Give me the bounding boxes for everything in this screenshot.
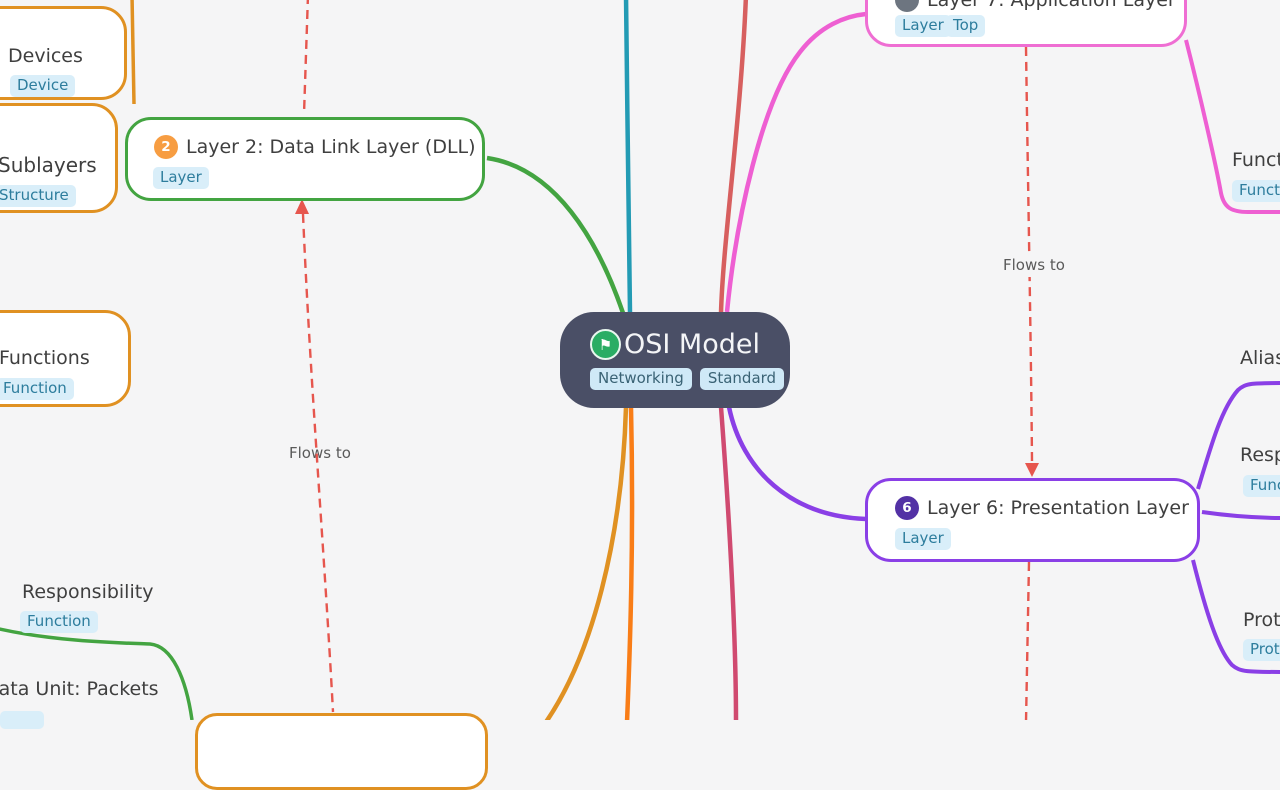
link-root-up-crimson <box>718 0 749 314</box>
layer2-number-circle: 2 <box>154 135 178 159</box>
data-unit-title[interactable]: Data Unit: Packets <box>0 678 159 700</box>
link-root-up-teal <box>623 0 633 314</box>
mindmap-link-layer <box>0 0 1280 720</box>
link-layer6-protocols <box>1191 559 1280 674</box>
functions-right-title[interactable]: Functions <box>1232 149 1280 171</box>
stub-node-sublayers[interactable]: Sublayers Structure <box>0 103 118 213</box>
layer2-badge-layer: Layer <box>153 167 209 189</box>
root-badge-standard: Standard <box>699 368 785 390</box>
flow-arrow-layer2-up <box>302 0 310 115</box>
link-left-top-orange <box>130 0 136 105</box>
flow-arrowhead-layer2 <box>295 199 309 214</box>
flag-icon: ⚑ <box>590 329 621 360</box>
node-bottom-layer[interactable] <box>195 713 488 790</box>
link-root-layer7 <box>724 11 867 313</box>
responsibility-right-title[interactable]: Responsibility <box>1240 444 1280 466</box>
link-root-down-orange <box>544 406 629 720</box>
node-layer7[interactable]: Layer 7: Application Layer Layer Top <box>865 0 1187 47</box>
root-title: OSI Model <box>624 329 761 360</box>
protocols-badge: Protocol <box>1243 639 1280 661</box>
layer7-badge-top: Top <box>946 15 986 37</box>
functions-right-badge: Function <box>1232 180 1280 202</box>
protocols-title[interactable]: Protocols <box>1243 609 1280 631</box>
flows-to-label-left: Flows to <box>289 444 351 462</box>
link-responsibility-left <box>0 627 194 720</box>
stub-node-devices[interactable]: Devices Device <box>0 6 127 100</box>
link-root-layer2 <box>486 155 626 314</box>
link-root-down-orange-bright <box>624 406 635 720</box>
functions-left-badge: Function <box>0 378 74 400</box>
layer7-number-circle <box>895 0 919 12</box>
sublayers-title: Sublayers <box>0 153 97 177</box>
data-unit-badge <box>0 711 44 729</box>
layer6-badge-layer: Layer <box>895 528 951 550</box>
flow-arrow-bottom-to-layer2 <box>301 213 335 713</box>
layer2-title: Layer 2: Data Link Layer (DLL) <box>186 136 476 158</box>
layer6-number-circle: 6 <box>895 496 919 520</box>
responsibility-left-title[interactable]: Responsibility <box>22 581 154 603</box>
node-layer6[interactable]: 6 Layer 6: Presentation Layer Layer <box>865 478 1200 562</box>
layer6-title: Layer 6: Presentation Layer <box>927 497 1189 519</box>
root-badge-networking: Networking <box>590 368 692 390</box>
link-layer6-aliases <box>1196 381 1280 490</box>
aliases-title[interactable]: Aliases <box>1240 347 1280 369</box>
devices-title: Devices <box>8 45 83 67</box>
link-layer6-responsibility <box>1201 510 1280 520</box>
devices-badge: Device <box>10 75 76 97</box>
stub-node-functions-left[interactable]: Functions Function <box>0 310 131 407</box>
flow-arrowhead-layer6 <box>1025 463 1039 477</box>
flows-to-label-right: Flows to <box>999 253 1069 277</box>
link-layer7-functions <box>1184 39 1280 214</box>
root-node-osi-model[interactable]: ⚑ OSI Model Networking Standard <box>560 312 790 408</box>
flow-arrow-layer6-down <box>1024 561 1031 720</box>
responsibility-left-badge: Function <box>20 611 98 633</box>
sublayers-badge: Structure <box>0 185 76 207</box>
layer7-badge-layer: Layer <box>895 15 951 37</box>
node-layer2[interactable]: 2 Layer 2: Data Link Layer (DLL) Layer <box>125 117 485 201</box>
responsibility-right-badge: Function <box>1243 475 1280 497</box>
functions-left-title: Functions <box>0 347 90 369</box>
link-root-down-crimson <box>718 406 739 720</box>
layer7-title: Layer 7: Application Layer <box>927 0 1176 11</box>
link-root-layer6 <box>726 406 867 522</box>
